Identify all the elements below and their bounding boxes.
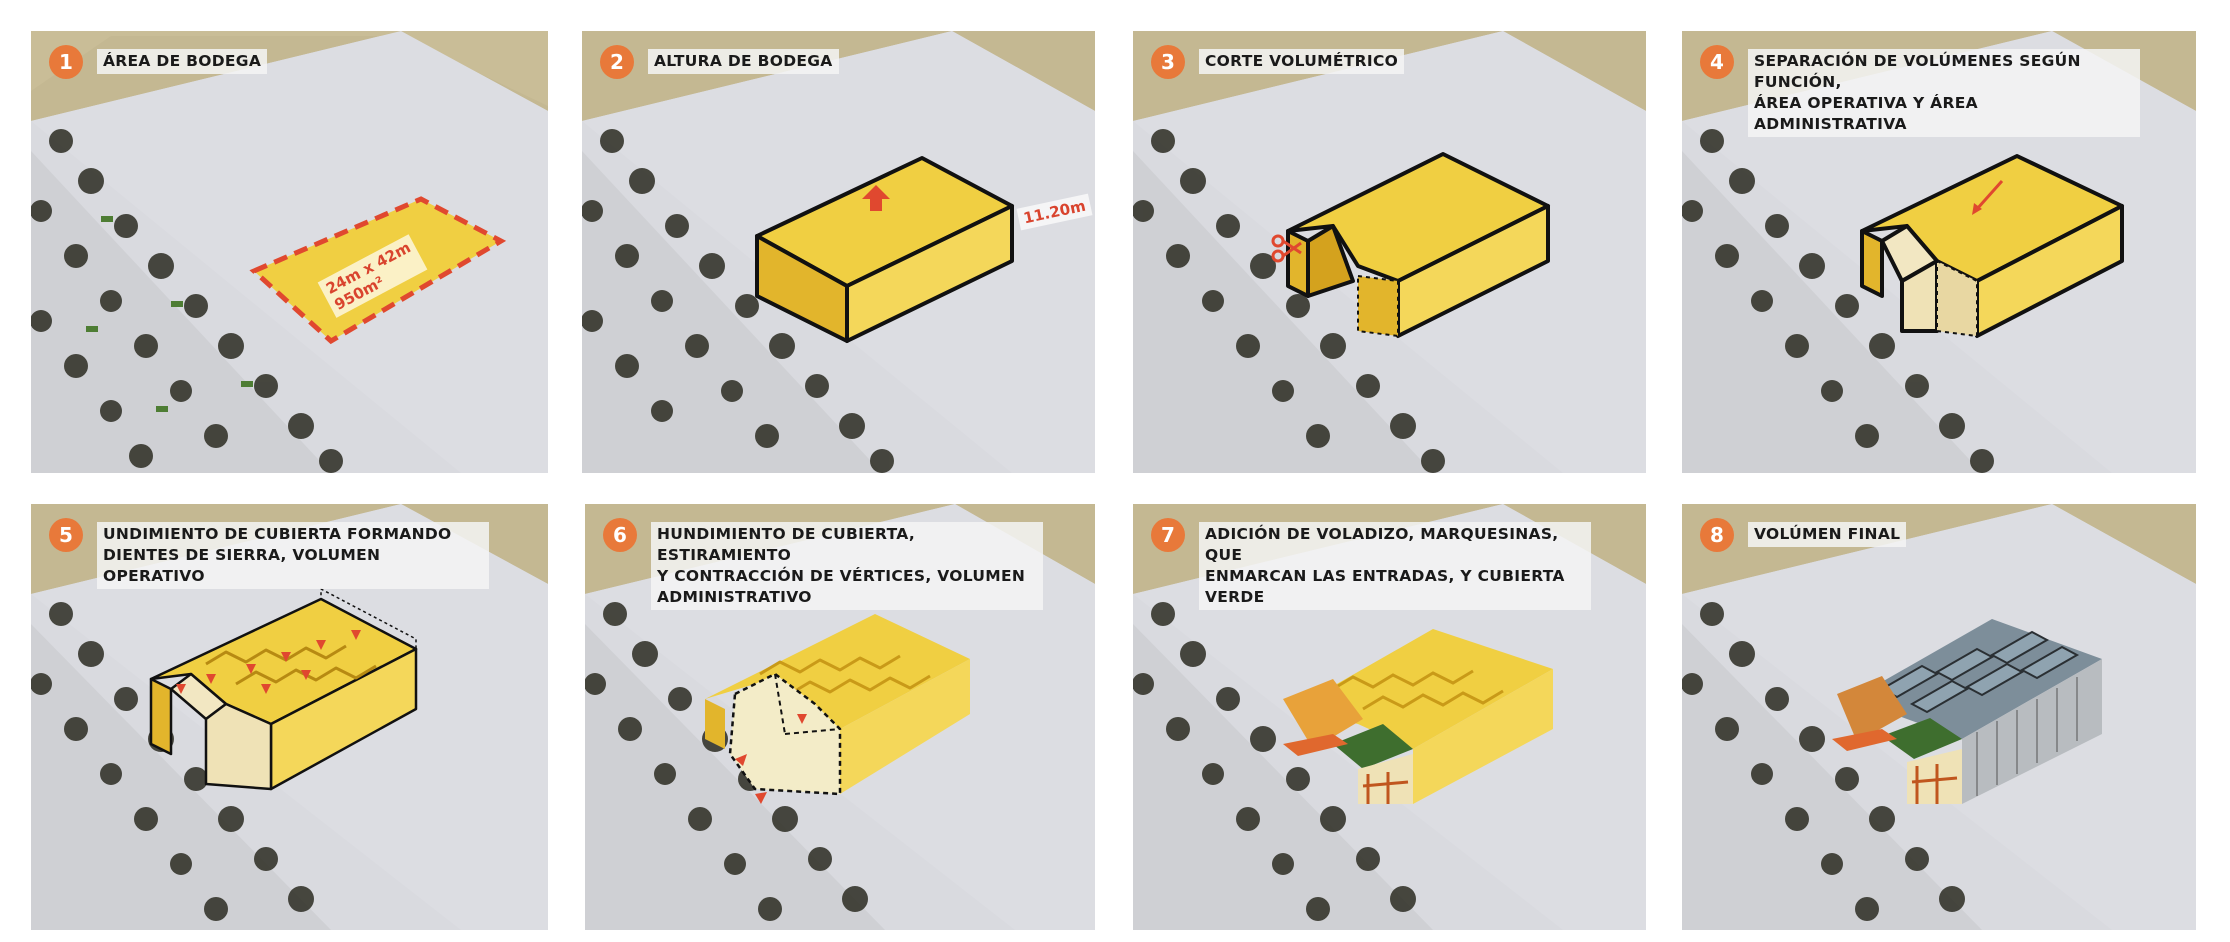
adjust-arrows-icon — [735, 714, 807, 804]
step-number-badge: 4 — [1700, 45, 1734, 79]
step-panel-6: 6 HUNDIMIENTO DE CUBIERTA, ESTIRAMIENTO … — [585, 504, 1095, 930]
cut-volume — [1286, 152, 1550, 338]
cut-scene — [1133, 31, 1646, 473]
step-caption: CORTE VOLUMÉTRICO — [1199, 49, 1405, 74]
step-caption: ADICIÓN DE VOLADIZO, MARQUESINAS, QUE EN… — [1199, 522, 1591, 610]
sawtooth-scene — [31, 504, 548, 930]
vertex-scene — [585, 504, 1095, 930]
green-roof — [1882, 718, 1962, 759]
step-caption: VOLÚMEN FINAL — [1748, 522, 1907, 547]
step-caption: UNDIMIENTO DE CUBIERTA FORMANDO DIENTES … — [97, 522, 489, 589]
step-panel-5: 5 UNDIMIENTO DE CUBIERTA FORMANDO DIENTE… — [31, 504, 548, 930]
down-arrows-icon — [176, 630, 361, 694]
step-number-badge: 6 — [603, 518, 637, 552]
step-panel-7: 7 ADICIÓN DE VOLADIZO, MARQUESINAS, QUE … — [1133, 504, 1646, 930]
step-panel-2: 2 ALTURA DE BODEGA 11.20m — [582, 31, 1095, 473]
step-label: 3 CORTE VOLUMÉTRICO — [1151, 45, 1405, 79]
final-building — [1832, 619, 2102, 804]
step-label: 7 ADICIÓN DE VOLADIZO, MARQUESINAS, QUE … — [1151, 518, 1591, 610]
step-number-badge: 8 — [1700, 518, 1734, 552]
step-label: 5 UNDIMIENTO DE CUBIERTA FORMANDO DIENTE… — [49, 518, 489, 589]
step-caption: ÁREA DE BODEGA — [97, 49, 268, 74]
canopy-volume — [1283, 629, 1553, 804]
step-caption: SEPARACIÓN DE VOLÚMENES SEGÚN FUNCIÓN, Á… — [1748, 49, 2140, 137]
step-caption: HUNDIMIENTO DE CUBIERTA, ESTIRAMIENTO Y … — [651, 522, 1043, 610]
up-arrow-icon — [862, 185, 890, 211]
step-number-badge: 2 — [600, 45, 634, 79]
sawtooth-volume — [149, 588, 418, 791]
step-panel-8: 8 VOLÚMEN FINAL — [1682, 504, 2196, 930]
scissors-icon — [1271, 234, 1302, 263]
step-panel-1: 1 ÁREA DE BODEGA 24m x 42m 950m² — [31, 31, 548, 473]
step-label: 4 SEPARACIÓN DE VOLÚMENES SEGÚN FUNCIÓN,… — [1700, 45, 2140, 137]
step-number-badge: 1 — [49, 45, 83, 79]
final-scene — [1682, 504, 2196, 930]
step-number-badge: 3 — [1151, 45, 1185, 79]
step-label: 2 ALTURA DE BODEGA — [600, 45, 839, 79]
step-number-badge: 7 — [1151, 518, 1185, 552]
separated-volumes — [1860, 154, 2124, 338]
step-label: 1 ÁREA DE BODEGA — [49, 45, 268, 79]
admin-volume — [705, 614, 970, 796]
step-caption: ALTURA DE BODEGA — [648, 49, 839, 74]
arrow-icon — [1972, 180, 2004, 215]
green-roof — [1333, 724, 1413, 769]
warehouse-volume — [755, 156, 1014, 343]
height-scene — [582, 31, 1095, 473]
step-label: 8 VOLÚMEN FINAL — [1700, 518, 1907, 552]
step-number-badge: 5 — [49, 518, 83, 552]
step-panel-4: 4 SEPARACIÓN DE VOLÚMENES SEGÚN FUNCIÓN,… — [1682, 31, 2196, 473]
site-scene — [31, 31, 548, 473]
step-panel-3: 3 CORTE VOLUMÉTRICO — [1133, 31, 1646, 473]
step-label: 6 HUNDIMIENTO DE CUBIERTA, ESTIRAMIENTO … — [603, 518, 1043, 610]
